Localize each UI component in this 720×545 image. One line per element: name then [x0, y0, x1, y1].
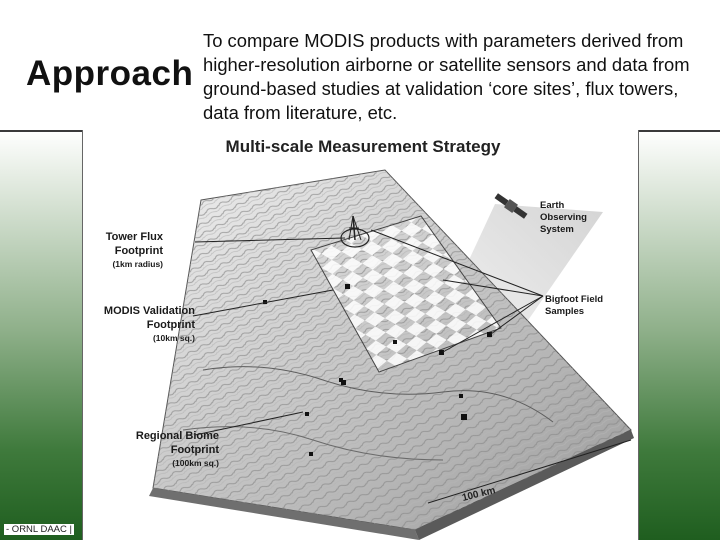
regional-label-line2: Footprint [171, 444, 220, 456]
sample-marker [341, 380, 346, 385]
slide-header: Approach To compare MODIS products with … [0, 0, 720, 132]
sample-marker [459, 394, 463, 398]
flux-tower-icon [340, 215, 370, 248]
tower-flux-sub: (1km radius) [112, 259, 163, 269]
sample-marker [345, 284, 350, 289]
sample-marker [393, 340, 397, 344]
sample-marker [487, 332, 492, 337]
sample-marker [309, 452, 313, 456]
regional-label-line1: Regional Biome [136, 430, 219, 442]
modis-label-line2: Footprint [147, 319, 196, 331]
leader-lines [192, 229, 544, 436]
sample-marker [461, 414, 467, 420]
bigfoot-label-line2: Samples [545, 306, 584, 317]
earth-label-line3: System [540, 224, 574, 235]
sample-marker [339, 378, 343, 382]
modis-label-line1: MODIS Validation [104, 305, 195, 317]
tower-flux-label-line2: Footprint [115, 245, 164, 257]
tower-flux-label-line1: Tower Flux [106, 231, 164, 243]
intro-text: To compare MODIS products with parameter… [203, 30, 690, 123]
footer-text: - ORNL DAAC | [4, 524, 74, 535]
modis-validation-square [310, 215, 502, 373]
earth-label-line2: Observing [540, 212, 587, 223]
sample-marker [263, 300, 267, 304]
sample-marker [305, 412, 309, 416]
sample-marker [439, 350, 444, 355]
earth-label-line1: Earth [540, 200, 564, 211]
bigfoot-sample-markers [263, 284, 492, 456]
diagram-svg: Multi-scale Measurement Strategy [104, 137, 634, 540]
slide-title: Approach [26, 54, 194, 93]
modis-sub: (10km sq.) [153, 333, 195, 343]
bigfoot-label-line1: Bigfoot Field [545, 294, 603, 305]
diagram-panel: Multi-scale Measurement Strategy [82, 130, 639, 540]
diagram-title: Multi-scale Measurement Strategy [226, 137, 501, 156]
regional-sub: (100km sq.) [172, 458, 219, 468]
satellite-icon [494, 193, 528, 219]
